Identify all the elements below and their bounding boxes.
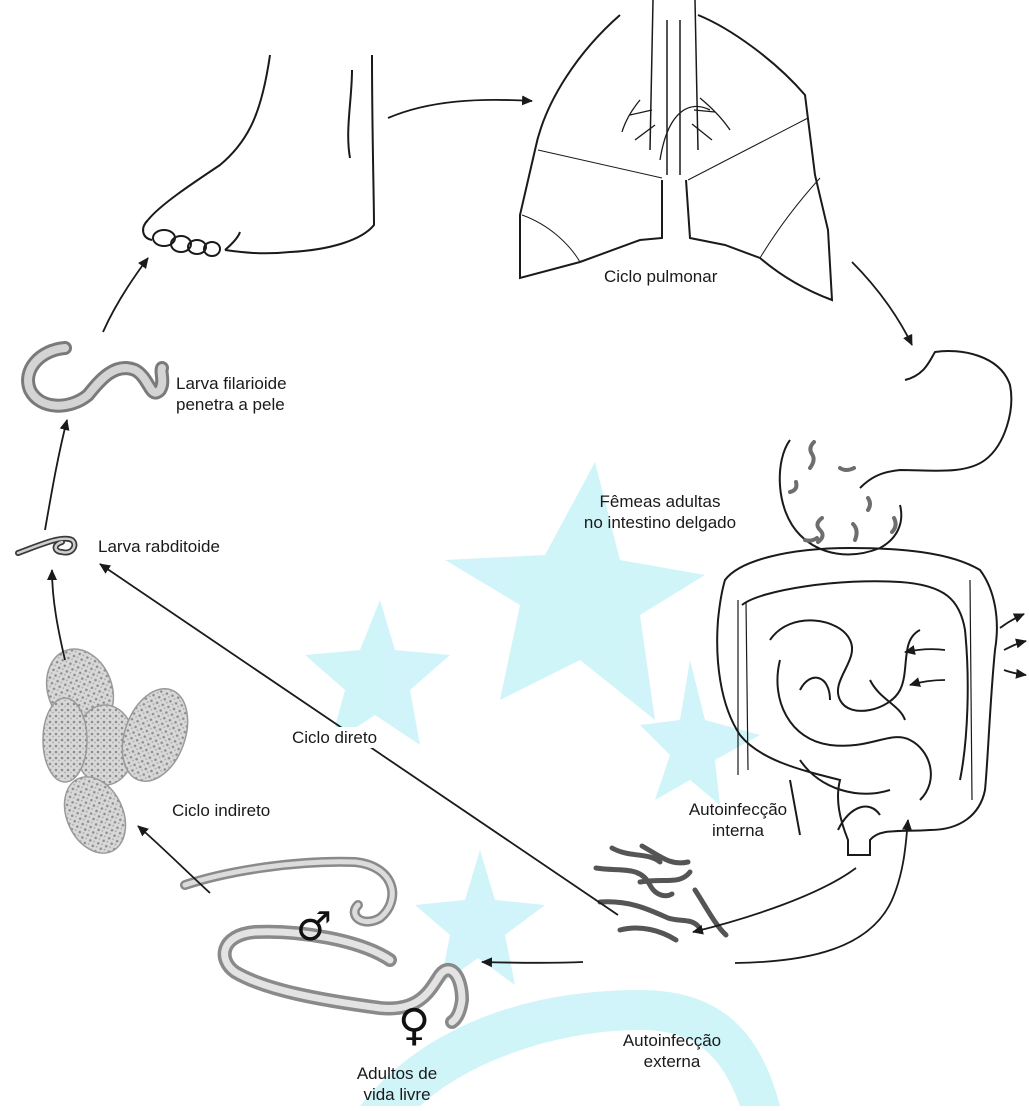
- label-external-line1: Autoinfecção: [612, 1030, 732, 1051]
- label-filariform-line2: penetra a pele: [176, 394, 287, 415]
- label-external-autoinfection: Autoinfecção externa: [612, 1030, 732, 1072]
- arrow-out-3: [1004, 670, 1026, 675]
- arrow-out-2: [1004, 641, 1026, 650]
- watermark-star-right: [640, 660, 760, 805]
- label-internal-line2: interna: [678, 820, 798, 841]
- label-free-living-line1: Adultos de: [337, 1063, 457, 1084]
- label-adult-females-line2: no intestino delgado: [560, 512, 760, 533]
- arrow-internal-autoinfection-2: [910, 680, 945, 685]
- female-symbol: ♀: [398, 1000, 430, 1051]
- arrow-lungs-to-intestine: [852, 262, 912, 345]
- watermark-star-bottom: [415, 850, 545, 985]
- arrow-adults-to-eggs: [138, 826, 210, 893]
- label-filariform-larva: Larva filarioide penetra a pele: [176, 373, 287, 415]
- arrow-internal-autoinfection-1: [905, 649, 945, 652]
- label-internal-line1: Autoinfecção: [678, 799, 798, 820]
- eggs-illustration: [36, 640, 200, 863]
- label-free-living-adults: Adultos de vida livre: [337, 1063, 457, 1105]
- label-indirect-cycle: Ciclo indireto: [172, 800, 270, 821]
- arrow-larva-to-foot: [103, 258, 148, 332]
- label-pulmonary-cycle: Ciclo pulmonar: [604, 266, 717, 287]
- arrow-rhabditoid-to-filarioid: [45, 420, 67, 530]
- label-external-line2: externa: [612, 1051, 732, 1072]
- intestine-illustration: [717, 351, 1011, 855]
- watermark-star-small: [305, 600, 450, 745]
- filariform-larva: [28, 348, 162, 406]
- label-adult-females-line1: Fêmeas adultas: [560, 491, 760, 512]
- foot-illustration: [143, 55, 374, 256]
- arrow-eggs-to-rhabditoid: [52, 570, 65, 660]
- adult-females-in-intestine: [790, 442, 896, 542]
- label-rhabditiform-larva: Larva rabditoide: [98, 536, 220, 557]
- external-autoinfection-larvae: [596, 846, 726, 940]
- label-filariform-line1: Larva filarioide: [176, 373, 287, 394]
- arrow-external-to-intestine: [735, 820, 908, 963]
- male-symbol: ♂: [296, 904, 332, 950]
- rhabditiform-larva: [18, 539, 74, 553]
- arrow-out-1: [1000, 614, 1024, 628]
- lungs-illustration: [520, 0, 832, 300]
- label-internal-autoinfection: Autoinfecção interna: [678, 799, 798, 841]
- arrow-foot-to-lungs: [388, 100, 532, 118]
- label-free-living-line2: vida livre: [337, 1084, 457, 1105]
- label-direct-cycle: Ciclo direto: [290, 727, 379, 748]
- arrow-external-to-adults: [482, 962, 583, 963]
- label-adult-females: Fêmeas adultas no intestino delgado: [560, 491, 760, 533]
